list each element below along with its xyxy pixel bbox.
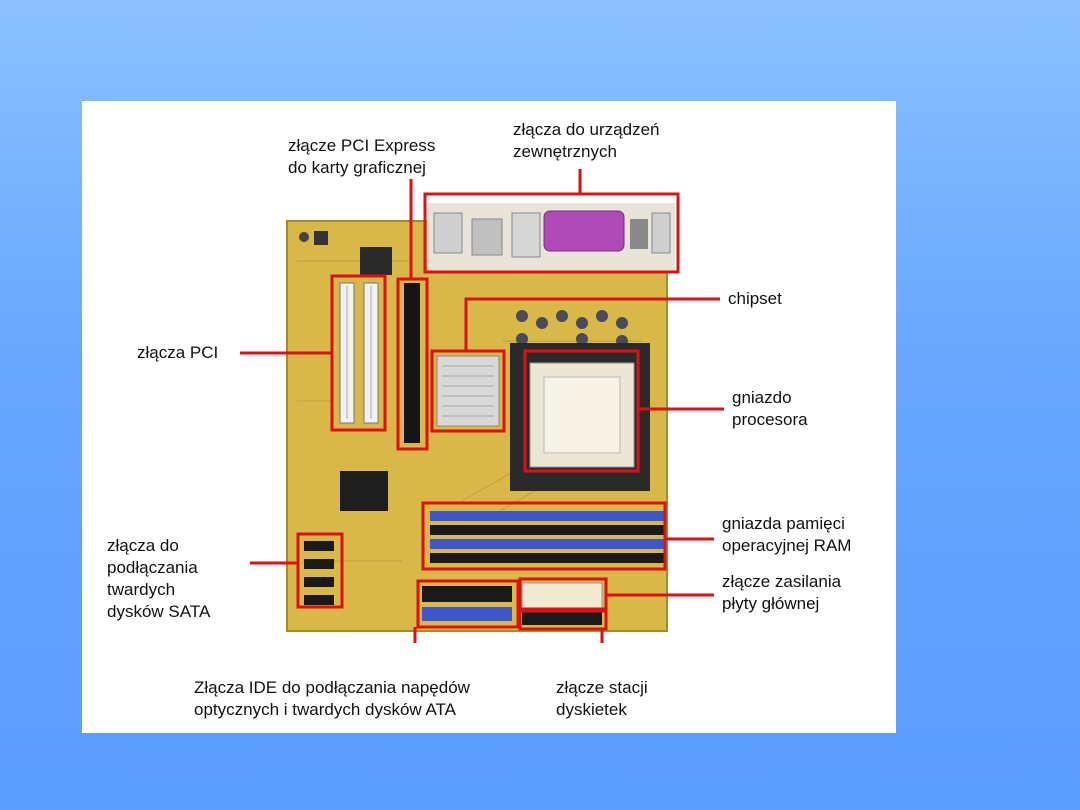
diagram-panel: złącze PCI Express do karty graficznej z…: [82, 101, 896, 733]
label-cpu-socket: gniazdo procesora: [732, 388, 808, 429]
ide-connector-2: [422, 607, 512, 621]
ram-slot-1: [430, 511, 664, 521]
sata-connector-4: [304, 595, 334, 605]
label-sata: złącza do podłączania twardych dysków SA…: [107, 536, 211, 621]
chipset-heatsink: [436, 355, 500, 427]
ide-connector-1: [422, 586, 512, 602]
parallel-port: [543, 210, 625, 252]
label-pci: złącza PCI: [137, 343, 219, 362]
highlight-external-ports: [423, 192, 680, 274]
ram-slot-4: [430, 553, 664, 563]
highlight-cpu-socket: [523, 349, 640, 473]
pci-express-slot: [404, 283, 420, 443]
highlight-ide: [416, 579, 520, 629]
label-ram: gniazda pamięci operacyjnej RAM: [722, 514, 852, 555]
atx-power-connector: [521, 582, 603, 610]
motherboard-diagram: [240, 169, 724, 643]
sata-connector-2: [304, 559, 334, 569]
ram-slot-2: [430, 525, 664, 535]
sata-connector-3: [304, 577, 334, 587]
highlight-chipset: [430, 349, 506, 433]
highlight-floppy: [518, 607, 608, 631]
label-floppy: złącze stacji dyskietek: [556, 678, 648, 719]
label-pcie: złącze PCI Express do karty graficznej: [288, 136, 436, 177]
label-external-ports: złącza do urządzeń zewnętrznych: [513, 120, 660, 161]
label-atx-power: złącze zasilania płyty głównej: [722, 572, 842, 613]
southbridge-chip: [340, 471, 388, 511]
floppy-connector: [522, 611, 602, 625]
label-chipset: chipset: [728, 289, 782, 308]
ram-slot-3: [430, 539, 664, 549]
sata-connector-1: [304, 541, 334, 551]
label-ide: Złącza IDE do podłączania napędów optycz…: [194, 678, 470, 719]
highlight-sata: [296, 532, 344, 609]
highlight-ram: [421, 501, 667, 571]
